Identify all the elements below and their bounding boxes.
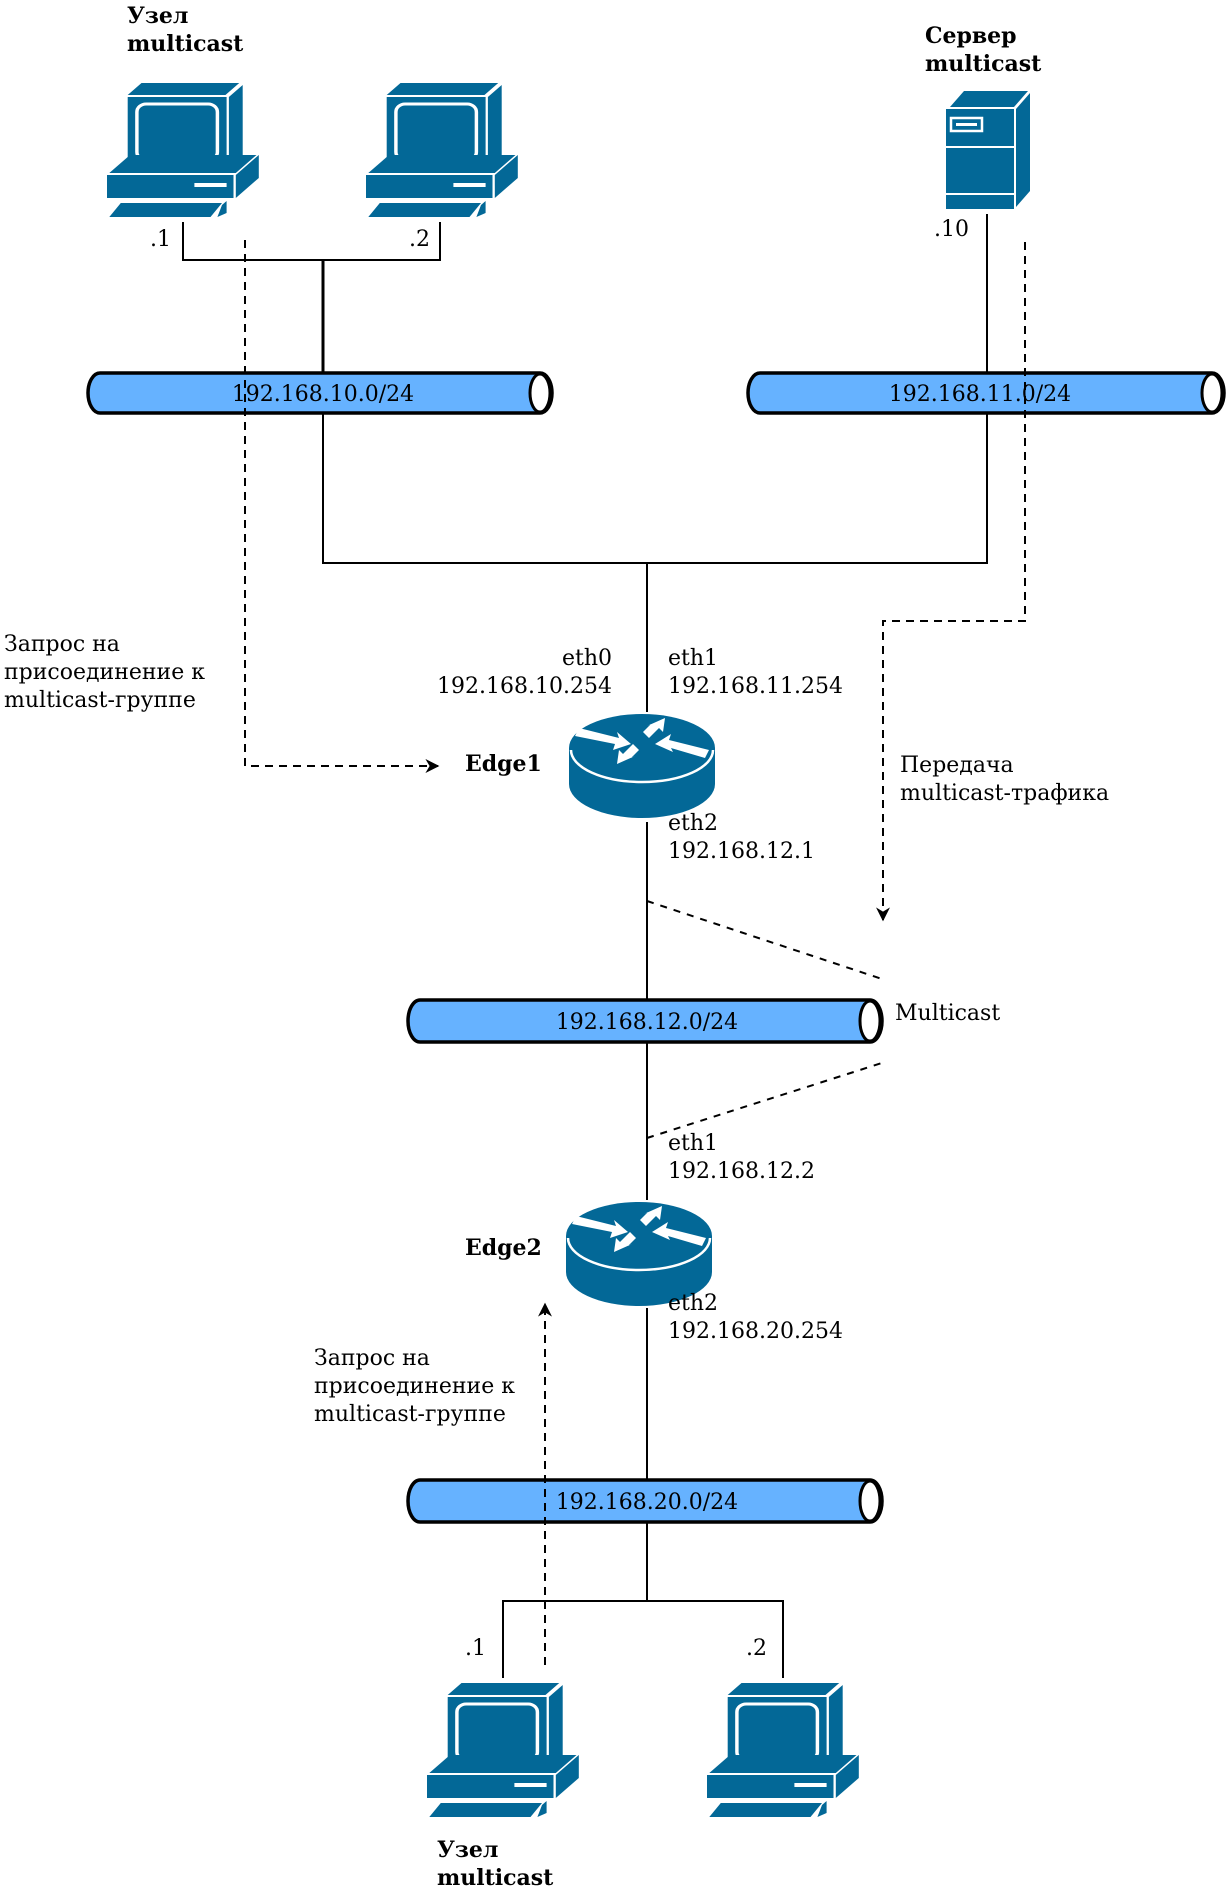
label-line: Узел [437,1837,499,1863]
traffic-annotation: Передача multicast-трафика [900,752,1109,808]
server-address-suffix: .10 [934,217,969,242]
network-net20: 192.168.20.0/24 [406,1478,884,1524]
interface-name: eth1 [668,646,719,671]
edge1-eth1-label: eth1 192.168.11.254 [668,645,843,701]
host-address-suffix: .2 [409,227,430,252]
traffic-arrow [876,242,1026,922]
dashed-flows [244,240,1026,1665]
network-net11: 192.168.11.0/24 [746,371,1226,415]
edge2-label: Edge2 [465,1235,542,1261]
workstation-icon [425,1681,581,1819]
multicast-zone-label: Multicast [895,1001,1001,1026]
link-bottom-hosts [502,1600,784,1678]
annotation-line: multicast-группе [4,688,196,713]
multicast-zone-lower-edge [646,1061,886,1139]
interface-ip: 192.168.11.254 [668,674,843,699]
link-pc1-top [182,222,441,261]
network-label: 192.168.11.0/24 [889,382,1071,407]
network-net10: 192.168.10.0/24 [86,371,554,415]
annotation-line: присоединение к [314,1374,515,1399]
host-address-suffix: .1 [150,227,171,252]
interface-name: eth0 [561,646,612,671]
network-label: 192.168.12.0/24 [556,1010,738,1035]
server-label: Сервер multicast [925,22,1041,78]
bottom-hosts-group-label: Узел multicast [437,1836,553,1892]
host-address-suffix: .2 [746,1636,767,1661]
annotation-line: Запрос на [4,632,120,657]
label-line: Узел [127,3,189,29]
label-line: multicast [127,31,244,57]
label-line: multicast [925,51,1042,77]
edge1-eth0-label: eth0 192.168.10.254 [412,645,612,701]
network-label: 192.168.10.0/24 [232,382,414,407]
annotation-line: Передача [900,753,1014,778]
edge1-eth2-label: eth2 192.168.12.1 [668,810,815,866]
interface-name: eth2 [668,1291,719,1316]
annotation-line: Запрос на [314,1346,430,1371]
interface-ip: 192.168.20.254 [668,1319,843,1344]
join-request-annotation-bottom: Запрос на присоединение к multicast-груп… [314,1345,515,1429]
edge2-eth2-label: eth2 192.168.20.254 [668,1290,843,1346]
interface-ip: 192.168.10.254 [437,674,612,699]
router-icon [567,712,717,820]
annotation-line: multicast-группе [314,1402,506,1427]
annotation-line: присоединение к [4,660,205,685]
network-net12: 192.168.12.0/24 [406,998,884,1044]
server-icon [944,89,1032,211]
workstation-icon [364,81,520,219]
network-label: 192.168.20.0/24 [556,1490,738,1515]
connection-lines [182,214,988,1678]
interface-name: eth1 [668,1131,719,1156]
interface-name: eth2 [668,811,719,836]
join-request-arrow-top [244,240,440,773]
join-request-annotation-top: Запрос на присоединение к multicast-груп… [4,631,205,715]
host-address-suffix: .1 [465,1636,486,1661]
workstation-icon [105,81,261,219]
top-hosts-group-label: Узел multicast [127,2,243,58]
interface-ip: 192.168.12.2 [668,1159,815,1184]
multicast-zone-upper-edge [646,900,886,981]
link-nets-to-edge1-bus [322,413,988,564]
interface-ip: 192.168.12.1 [668,839,815,864]
label-line: Сервер [925,23,1017,49]
annotation-line: multicast-трафика [900,781,1110,806]
label-line: multicast [437,1865,554,1891]
workstation-icon [705,1681,861,1819]
edge1-label: Edge1 [465,751,542,777]
edge2-eth1-label: eth1 192.168.12.2 [668,1130,815,1186]
